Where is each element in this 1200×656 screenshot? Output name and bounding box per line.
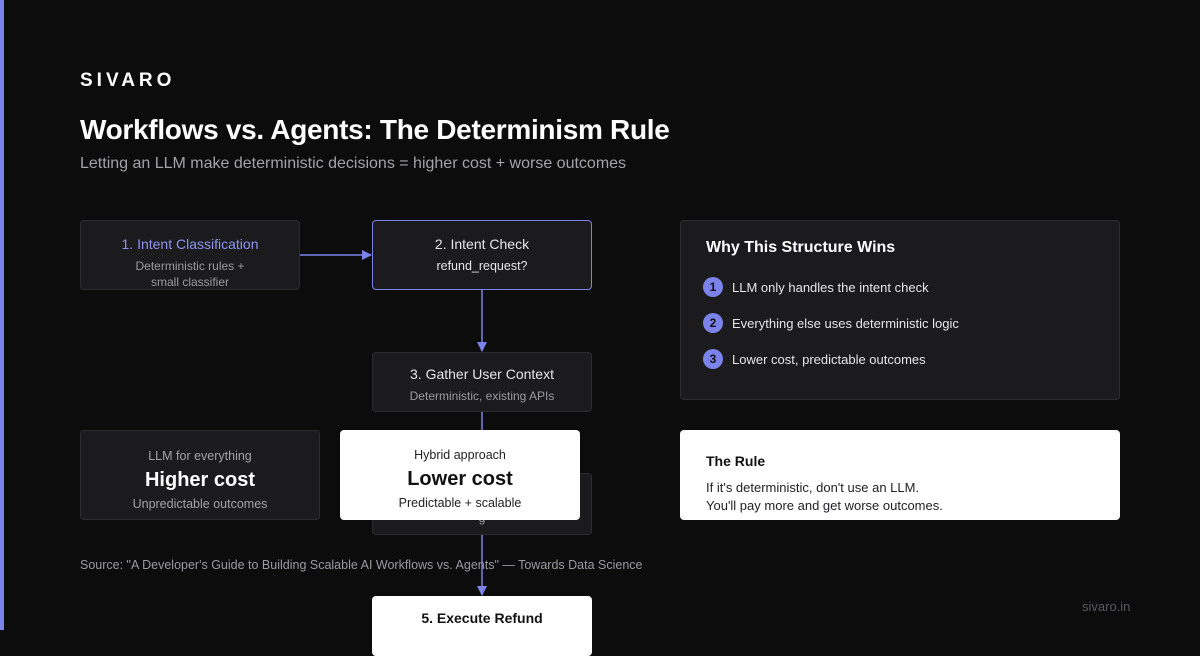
item-number-badge: 2	[703, 313, 723, 333]
flow-step-intent-check: 2. Intent Check refund_request?	[372, 220, 592, 290]
step-title: 5. Execute Refund	[421, 610, 543, 626]
page-subtitle: Letting an LLM make deterministic decisi…	[80, 155, 627, 172]
item-text: Lower cost, predictable outcomes	[732, 351, 926, 367]
accent-bar	[0, 0, 4, 630]
panel-item: 3 Lower cost, predictable outcomes	[703, 349, 926, 369]
item-text: LLM only handles the intent check	[732, 279, 929, 295]
step-title: 3. Gather User Context	[410, 366, 554, 382]
rule-line-2: You'll pay more and get worse outcomes.	[706, 498, 943, 513]
step-detail-line1: Deterministic rules +	[135, 259, 245, 273]
flow-step-execute-refund: 5. Execute Refund	[372, 596, 592, 656]
flow-step-intent-classification: 1. Intent Classification Deterministic r…	[80, 220, 300, 290]
site-url: sivaro.in	[1082, 599, 1131, 614]
comparison-label: Hybrid approach	[414, 448, 506, 462]
comparison-card-hybrid: Hybrid approach Lower cost Predictable +…	[340, 430, 580, 520]
item-number-badge: 3	[703, 349, 723, 369]
panel-title: Why This Structure Wins	[706, 239, 896, 256]
comparison-value: Higher cost	[144, 469, 256, 491]
step-detail: refund_request?	[436, 259, 528, 273]
rule-title: The Rule	[706, 453, 766, 469]
source-citation: Source: "A Developer's Guide to Building…	[80, 558, 643, 572]
panel-item: 2 Everything else uses deterministic logi…	[703, 313, 959, 333]
comparison-label: LLM for everything	[148, 449, 252, 463]
step-title: 1. Intent Classification	[121, 236, 259, 252]
comparison-note: Predictable + scalable	[398, 496, 522, 510]
comparison-value: Lower cost	[407, 468, 513, 490]
step-title: 2. Intent Check	[434, 236, 530, 252]
comparison-note: Unpredictable outcomes	[132, 497, 268, 511]
panel-item: 1 LLM only handles the intent check	[703, 277, 929, 297]
step-detail: Deterministic, existing APIs	[409, 389, 555, 403]
comparison-card-llm-everything: LLM for everything Higher cost Unpredict…	[80, 430, 320, 520]
step-detail-line2: small classifier	[150, 275, 229, 289]
flow-step-gather-user-context: 3. Gather User Context Deterministic, ex…	[372, 352, 592, 412]
rule-line-1: If it's deterministic, don't use an LLM.	[706, 480, 920, 495]
page-title: Workflows vs. Agents: The Determinism Ru…	[80, 114, 670, 145]
rule-card: The Rule If it's deterministic, don't us…	[680, 430, 1120, 520]
item-text: Everything else uses deterministic logic	[732, 315, 959, 331]
brand-logo: SIVARO	[80, 70, 176, 91]
why-structure-wins-panel: Why This Structure Wins 1 LLM only handle…	[680, 220, 1120, 400]
item-number-badge: 1	[703, 277, 723, 297]
